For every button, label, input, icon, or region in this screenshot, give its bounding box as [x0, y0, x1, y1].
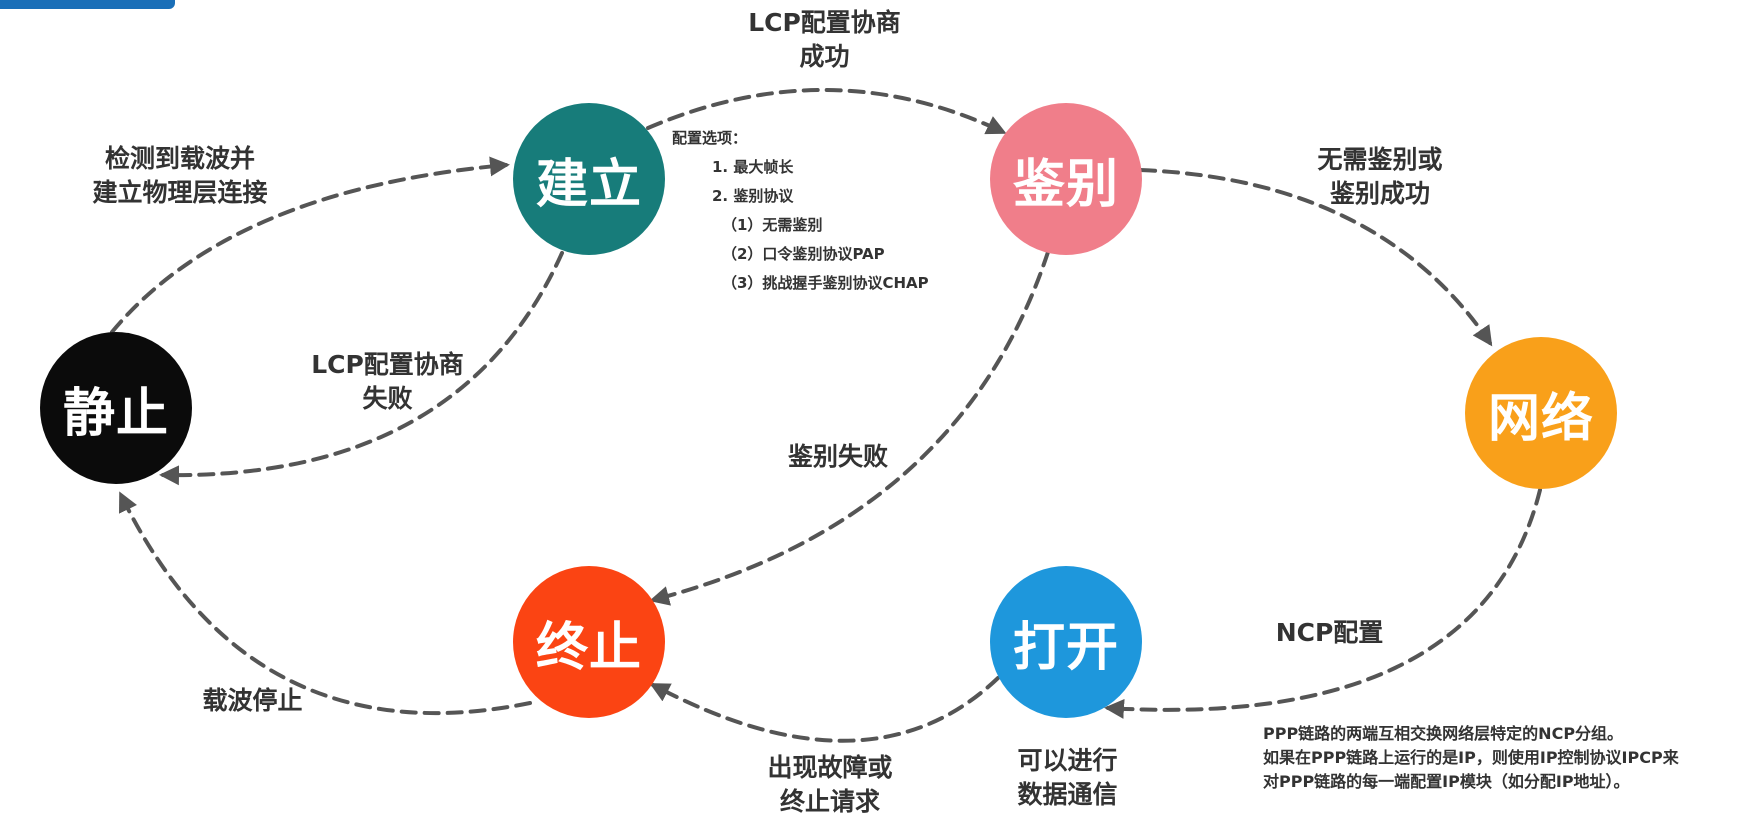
label-terminate-to-dead: 载波停止: [190, 684, 315, 718]
arrow-open-to-terminate: [649, 676, 1000, 743]
node-dead-label: 静止: [62, 383, 169, 444]
label-line: NCP配置: [1275, 618, 1384, 647]
config-option-item: （3）挑战握手鉴别协议CHAP: [722, 274, 929, 292]
label-line: 建立物理层连接: [92, 178, 268, 207]
label-line: 数据通信: [1017, 780, 1118, 809]
node-auth: 鉴别: [990, 103, 1142, 255]
label-auth-to-network: 无需鉴别或 鉴别成功: [1300, 143, 1460, 211]
title-fragment: [0, 0, 175, 9]
label-open-to-terminate: 出现故障或 终止请求: [750, 751, 910, 819]
node-network: 网络: [1465, 337, 1617, 489]
label-open-note: 可以进行 数据通信: [1000, 744, 1135, 812]
config-options: 配置选项： 1. 最大帧长 2. 鉴别协议 （1）无需鉴别 （2）口令鉴别协议P…: [672, 124, 929, 298]
ncp-note: PPP链路的两端互相交换网络层特定的NCP分组。 如果在PPP链路上运行的是IP…: [1263, 722, 1679, 794]
node-open-label: 打开: [1012, 617, 1119, 678]
node-establish: 建立: [513, 103, 665, 255]
label-line: 可以进行: [1017, 746, 1118, 775]
node-terminate-label: 终止: [535, 617, 642, 678]
node-dead: 静止: [40, 332, 192, 484]
label-establish-to-auth: LCP配置协商 成功: [732, 6, 917, 74]
node-establish-label: 建立: [535, 154, 642, 215]
node-network-label: 网络: [1487, 388, 1594, 449]
arrow-dead-to-establish: [110, 156, 510, 334]
arrow-terminate-to-dead: [119, 491, 532, 716]
label-line: 成功: [799, 42, 850, 71]
config-option-item: （1）无需鉴别: [722, 216, 823, 234]
label-line: 终止请求: [779, 787, 880, 816]
arrow-auth-to-network: [1139, 168, 1493, 347]
arrow-establish-to-dead: [159, 251, 564, 486]
node-auth-label: 鉴别: [1012, 154, 1119, 215]
label-auth-to-terminate: 鉴别失败: [768, 440, 908, 474]
ncp-note-line: 如果在PPP链路上运行的是IP，则使用IP控制协议IPCP来: [1263, 748, 1679, 767]
label-line: LCP配置协商: [748, 8, 901, 37]
label-line: 鉴别成功: [1329, 179, 1430, 208]
label-dead-to-establish: 检测到载波并 建立物理层连接: [70, 142, 290, 210]
label-line: 载波停止: [202, 686, 303, 715]
config-options-title: 配置选项：: [672, 129, 748, 147]
node-terminate: 终止: [513, 566, 665, 718]
ncp-note-line: 对PPP链路的每一端配置IP模块（如分配IP地址）。: [1263, 772, 1630, 791]
config-option-item: （2）口令鉴别协议PAP: [722, 245, 885, 263]
label-line: 无需鉴别或: [1317, 145, 1443, 174]
node-open: 打开: [990, 566, 1142, 718]
label-line: 检测到载波并: [104, 144, 255, 173]
label-line: 出现故障或: [767, 753, 893, 782]
config-option-item: 1. 最大帧长: [712, 158, 794, 176]
config-option-item: 2. 鉴别协议: [712, 187, 794, 205]
ncp-note-line: PPP链路的两端互相交换网络层特定的NCP分组。: [1263, 724, 1624, 743]
label-line: 鉴别失败: [787, 442, 888, 471]
label-network-to-open: NCP配置: [1262, 616, 1397, 650]
arrow-establish-to-auth: [646, 88, 1007, 135]
label-establish-to-dead: LCP配置协商 失败: [295, 348, 480, 416]
arrow-auth-to-terminate: [649, 250, 1050, 606]
label-line: 失败: [362, 384, 413, 413]
arrow-network-to-open: [1104, 488, 1542, 719]
label-line: LCP配置协商: [311, 350, 464, 379]
